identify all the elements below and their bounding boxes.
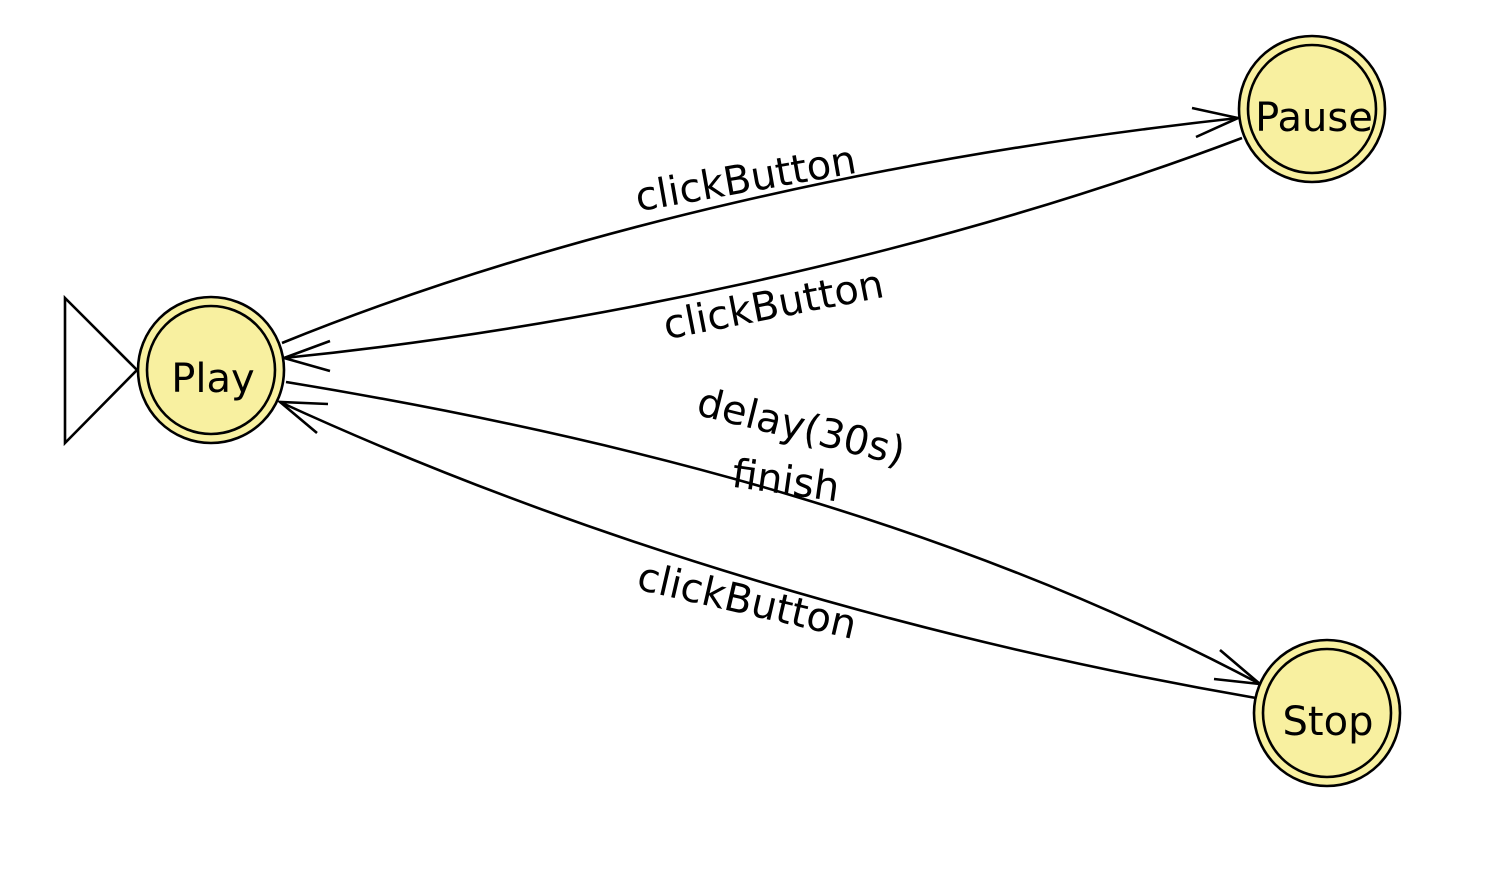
state-pause-label: Pause xyxy=(1255,95,1373,141)
state-stop-label: Stop xyxy=(1283,699,1374,745)
state-stop[interactable]: Stop xyxy=(1252,638,1402,788)
state-stop-inner-circle xyxy=(1261,647,1393,779)
state-pause-outer-circle xyxy=(1237,34,1387,184)
edge-stop-to-play[interactable] xyxy=(279,400,1257,700)
initial-state-marker xyxy=(63,294,139,447)
state-play[interactable]: Play xyxy=(136,295,286,445)
arrowhead-stop-to-play xyxy=(276,400,329,434)
state-pause-inner-circle xyxy=(1246,43,1378,175)
state-play-label: Play xyxy=(171,356,254,402)
state-stop-outer-circle xyxy=(1252,638,1402,788)
edge-play-to-pause[interactable] xyxy=(281,116,1239,345)
edge-play-to-stop[interactable] xyxy=(285,380,1261,686)
state-pause[interactable]: Pause xyxy=(1237,34,1387,184)
state-play-inner-circle xyxy=(145,304,277,436)
edge-pause-to-play[interactable] xyxy=(283,136,1243,360)
state-play-outer-circle xyxy=(136,295,286,445)
arrowhead-play-to-pause xyxy=(1191,106,1243,139)
